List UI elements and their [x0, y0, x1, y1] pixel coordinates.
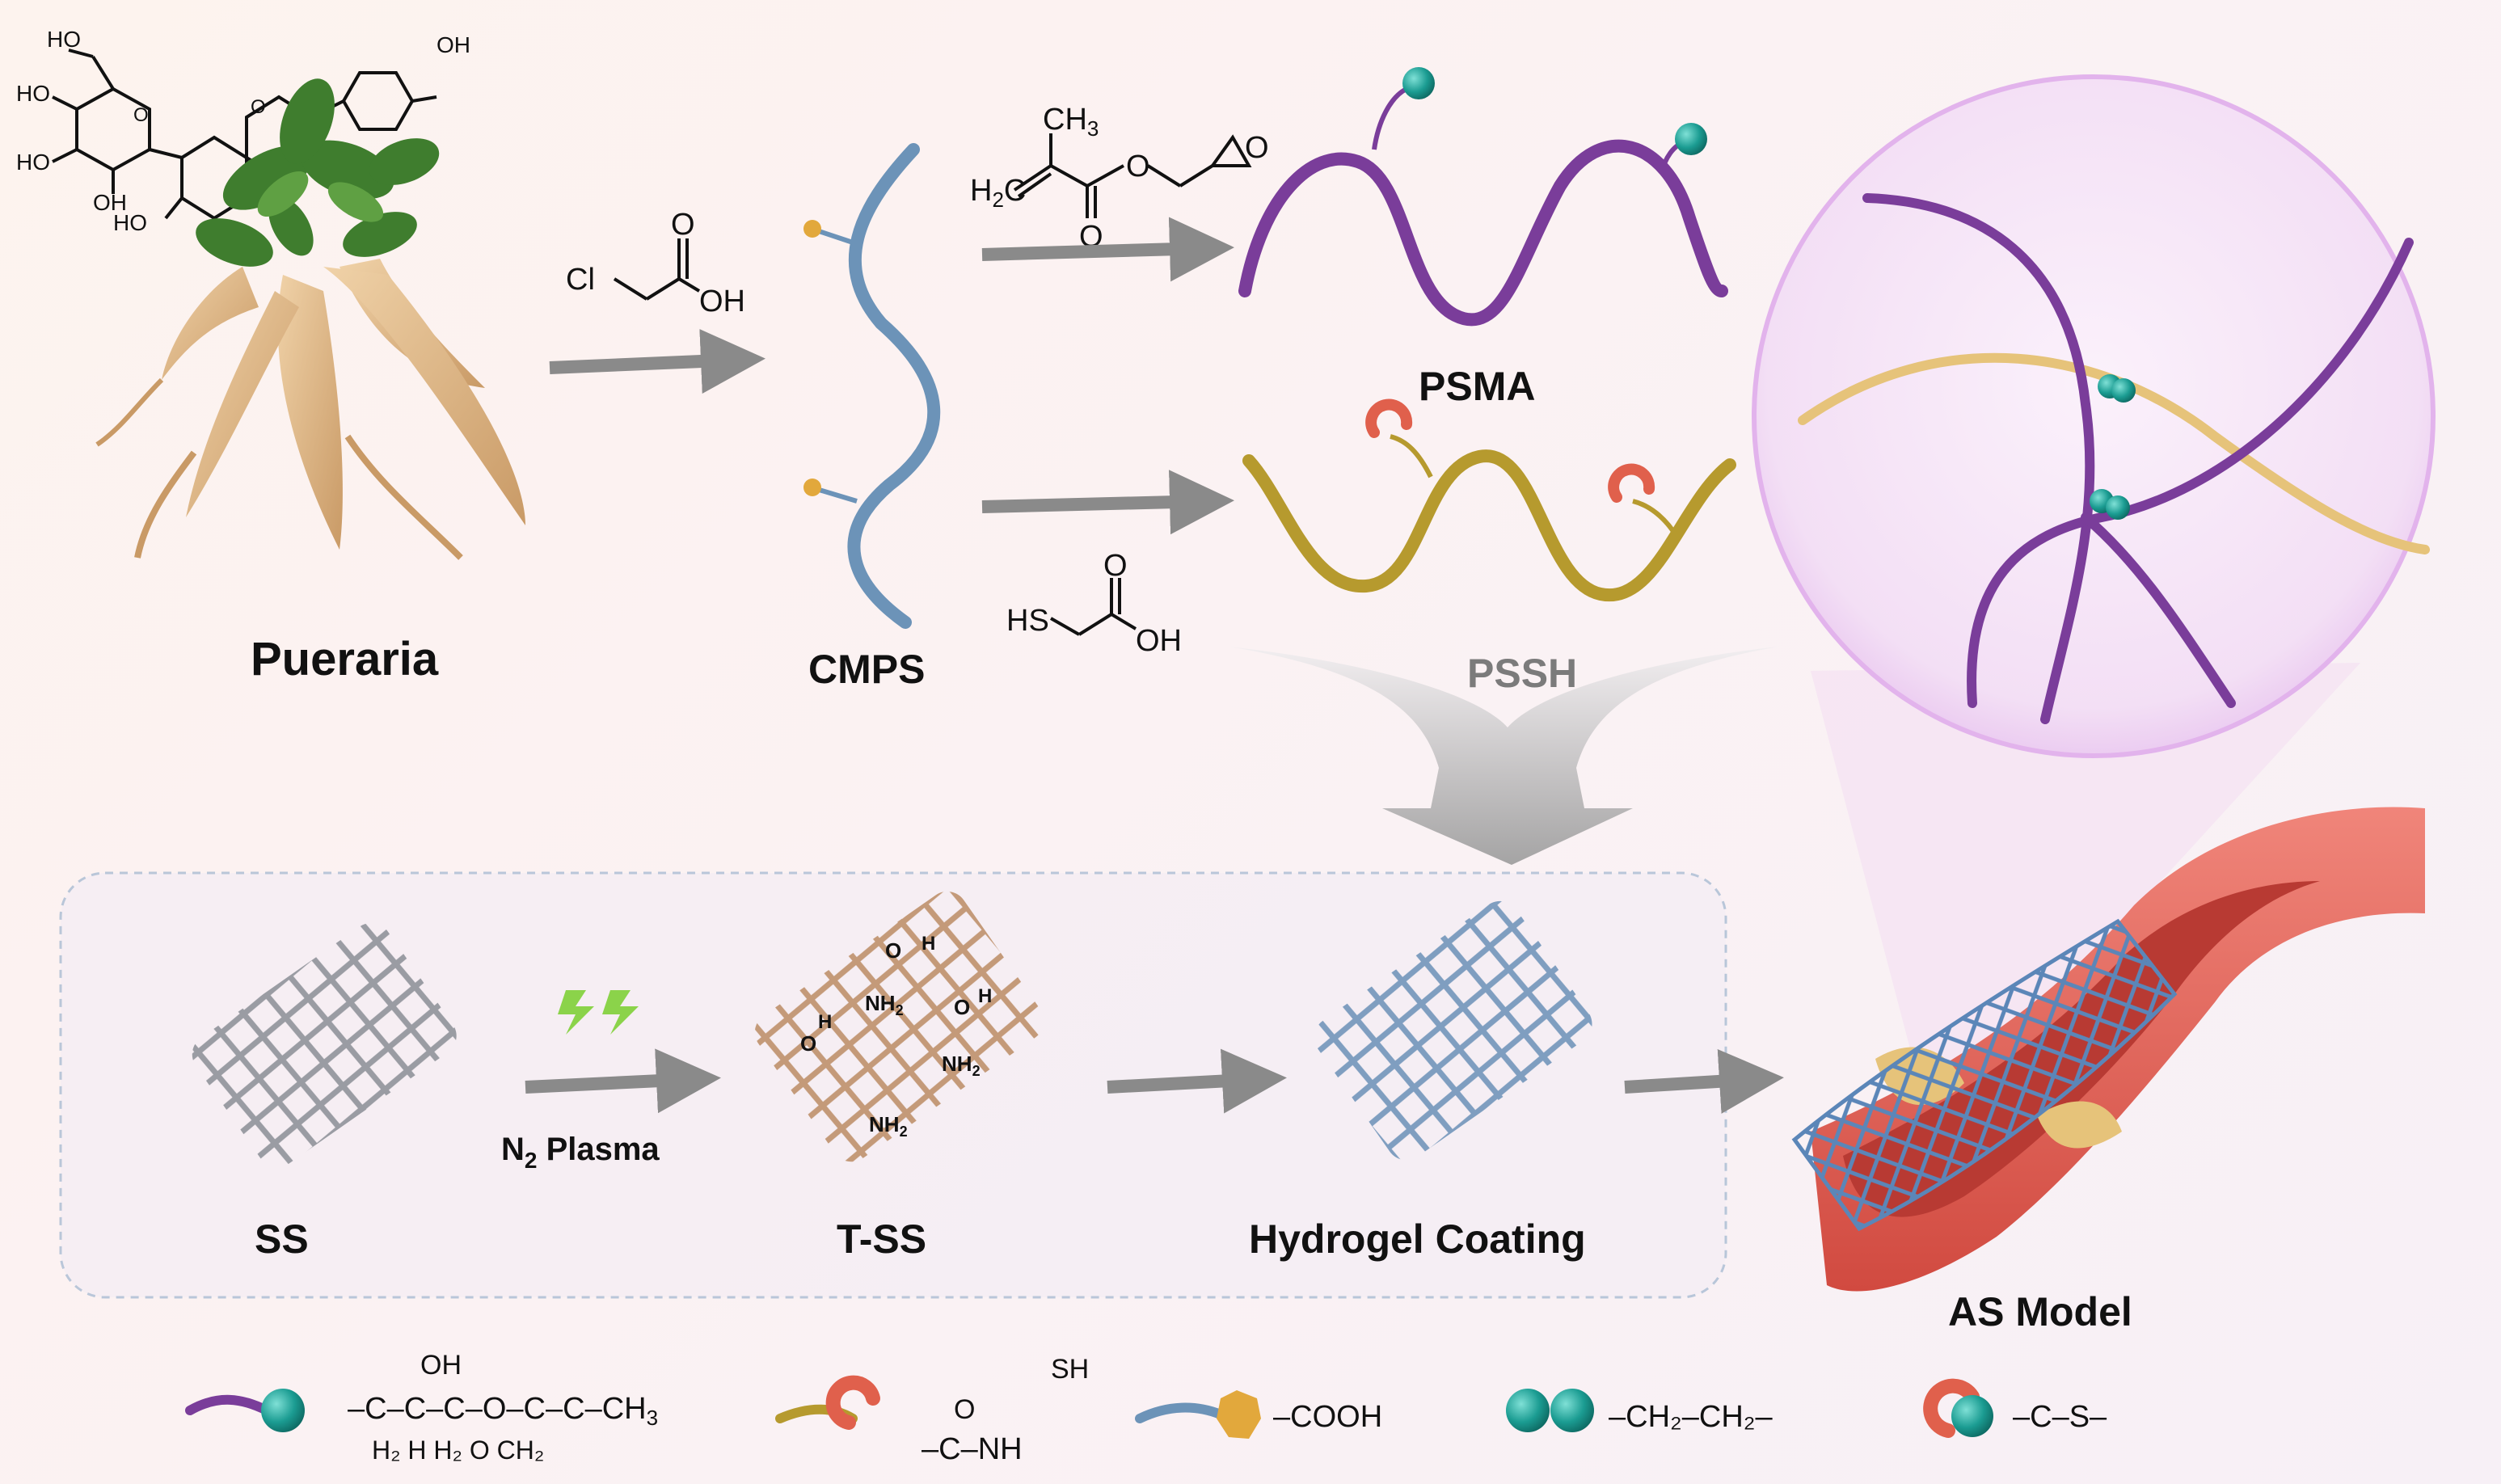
svg-text:HO: HO	[47, 27, 81, 52]
label-hydrogel-coating: Hydrogel Coating	[1249, 1216, 1586, 1262]
legend-cooh-group: –COOH	[1135, 1390, 1382, 1439]
svg-text:–CH₂–CH₂–: –CH₂–CH₂–	[1609, 1400, 1773, 1434]
svg-text:O: O	[671, 208, 695, 242]
svg-text:HS: HS	[1006, 604, 1049, 638]
svg-text:H2C: H2C	[970, 174, 1026, 212]
label-as-model: AS Model	[1948, 1289, 2132, 1334]
svg-text:OH: OH	[699, 285, 745, 318]
svg-text:O: O	[800, 1031, 816, 1056]
legend-bond-group: –CH₂–CH₂–	[1506, 1389, 1773, 1434]
arrow-pueraria-to-cmps	[549, 329, 765, 394]
legend-gma-group: OH –C–C–C–O–C–C–CH3 H₂ H H₂ O CH₂	[185, 1350, 658, 1465]
svg-text:O: O	[1245, 131, 1269, 165]
svg-text:SH: SH	[1051, 1354, 1089, 1385]
cmps-polymer-chain	[847, 143, 941, 629]
stent-hydrogel-coated	[1314, 900, 1592, 1161]
svg-text:CH3: CH3	[1043, 103, 1099, 141]
svg-text:OH: OH	[437, 32, 470, 57]
zoom-network-circle	[1752, 74, 2436, 758]
svg-text:O: O	[251, 96, 266, 118]
arrow-cmps-to-pssh	[981, 470, 1234, 535]
cooh-marker-icon	[803, 220, 858, 504]
legend-thiol-group: SH O –C–NH	[775, 1354, 1089, 1466]
svg-text:–C–C–C–O–C–C–CH3: –C–C–C–O–C–C–CH3	[348, 1392, 658, 1430]
gma-labels: CH3 H2C O O O	[970, 103, 1269, 254]
thiol-group-icon	[1365, 398, 1680, 539]
methacrylate-bead-icon	[1372, 67, 1707, 175]
svg-text:O: O	[1103, 549, 1128, 583]
svg-text:NH2: NH2	[942, 1052, 981, 1079]
svg-text:H₂ H H₂ O CH₂: H₂ H H₂ O CH₂	[372, 1436, 544, 1465]
svg-text:OH: OH	[93, 190, 127, 215]
svg-text:H: H	[922, 933, 935, 955]
label-pssh: PSSH	[1467, 651, 1577, 696]
svg-text:NH2: NH2	[865, 991, 904, 1018]
legend-thioether-group: –C–S–	[1923, 1378, 2107, 1438]
arrow-ss-to-tss	[525, 1048, 721, 1114]
stent-tss	[754, 891, 1044, 1162]
puerarin-labels: HO HO HO OH HO OH O O O	[16, 27, 470, 235]
chloroacetic-acid-labels: Cl O OH	[566, 208, 745, 318]
chloroacetic-acid-structure	[613, 238, 701, 301]
surface-groups: O H NH2 O H O H NH2 NH2	[800, 933, 992, 1140]
svg-text:O: O	[133, 104, 149, 126]
label-n2-plasma: N2 Plasma	[501, 1132, 660, 1173]
svg-text:OH: OH	[1136, 624, 1182, 658]
thioglycolic-acid-structure	[1050, 578, 1137, 636]
thioglycolic-acid-labels: HS O OH	[1006, 549, 1182, 658]
label-ss: SS	[255, 1216, 309, 1262]
svg-text:HO: HO	[113, 210, 147, 235]
svg-text:HO: HO	[16, 81, 50, 106]
legend: OH –C–C–C–O–C–C–CH3 H₂ H H₂ O CH₂ SH O –…	[185, 1350, 2107, 1466]
svg-text:OH: OH	[420, 1350, 462, 1381]
gma-structure	[1013, 133, 1252, 218]
arrow-hydrogel-to-as-model	[1624, 1048, 1784, 1114]
svg-text:NH2: NH2	[869, 1112, 908, 1140]
zoom-cone	[1811, 663, 2360, 1132]
as-model-vessel	[1791, 807, 2425, 1292]
label-psma: PSMA	[1419, 364, 1535, 409]
svg-text:O: O	[885, 938, 901, 963]
svg-text:–C–NH: –C–NH	[922, 1432, 1023, 1466]
converging-arrow	[1229, 647, 1778, 865]
arrow-tss-to-hydrogel	[1107, 1048, 1287, 1114]
svg-text:Cl: Cl	[566, 263, 595, 297]
arrow-cmps-to-psma	[981, 217, 1234, 282]
label-cmps: CMPS	[808, 647, 925, 692]
svg-text:O: O	[954, 995, 970, 1019]
svg-text:–C–S–: –C–S–	[2013, 1400, 2107, 1434]
crosslinked-network	[1798, 193, 2430, 724]
stent-ss	[192, 922, 457, 1168]
svg-text:HO: HO	[16, 150, 50, 175]
label-tss: T-SS	[837, 1216, 926, 1262]
pssh-polymer-chain	[1242, 449, 1736, 602]
svg-text:O: O	[954, 1394, 975, 1425]
psma-polymer-chain	[1238, 139, 1728, 327]
plasma-bolt-icon	[558, 990, 639, 1035]
pueraria-plant-illustration	[95, 78, 525, 560]
svg-text:H: H	[978, 985, 992, 1007]
label-pueraria: Pueraria	[251, 633, 439, 685]
svg-text:H: H	[818, 1011, 832, 1033]
svg-text:O: O	[1126, 150, 1150, 183]
svg-text:–COOH: –COOH	[1273, 1400, 1382, 1434]
